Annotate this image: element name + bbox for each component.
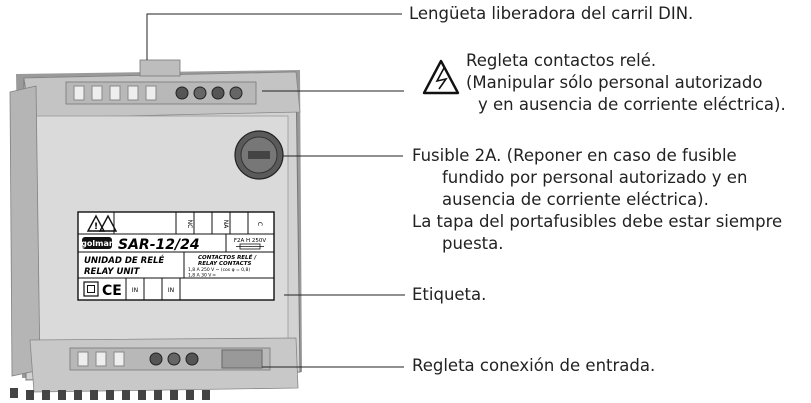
callout-fuse-line-1: Fusible 2A. (Reponer en caso de fusible bbox=[412, 146, 737, 165]
warning-triangle-icon: ! bbox=[86, 214, 106, 232]
label-model: SAR-12/24 bbox=[118, 237, 200, 253]
callout-label: Etiqueta. bbox=[412, 284, 486, 306]
label-spec-dc: 1,8 A 30 V ═ bbox=[188, 273, 216, 279]
callout-relay-terminals: Regleta contactos relé. (Manipular sólo … bbox=[466, 50, 786, 116]
double-square-icon bbox=[83, 281, 99, 297]
callout-label-text: Etiqueta. bbox=[412, 285, 487, 304]
callout-fuse-line-5: puesta. bbox=[442, 234, 504, 253]
callout-fuse-line-2: fundido por personal autorizado y en bbox=[442, 168, 748, 187]
din-rail-release-tab bbox=[139, 59, 181, 77]
label-brand: golmar bbox=[81, 239, 113, 248]
product-label: ! NC NA C golmar SAR-12/24 F2A H 250V UN… bbox=[77, 211, 275, 301]
label-in-2: IN bbox=[168, 287, 174, 294]
leader-rail-release bbox=[146, 13, 402, 60]
lightning-triangle-icon bbox=[98, 214, 118, 232]
fuse-holder bbox=[234, 130, 284, 180]
svg-text:!: ! bbox=[94, 222, 98, 232]
label-nc: NC bbox=[186, 220, 193, 229]
label-fuse-rating: F2A H 250V bbox=[234, 238, 267, 244]
callout-relay-line-3: y en ausencia de corriente eléctrica). bbox=[478, 95, 786, 114]
callout-relay-line-1: Regleta contactos relé. bbox=[466, 51, 657, 70]
label-in-1: IN bbox=[132, 287, 138, 294]
callout-fuse-line-4: La tapa del portafusibles debe estar sie… bbox=[412, 212, 783, 231]
brand-logo bbox=[82, 237, 112, 249]
label-title-es: UNIDAD DE RELÉ bbox=[84, 254, 164, 266]
callout-input-terminals: Regleta conexión de entrada. bbox=[412, 355, 655, 377]
callout-rail-release: Lengüeta liberadora del carril DIN. bbox=[409, 3, 693, 25]
callout-fuse: Fusible 2A. (Reponer en caso de fusible … bbox=[412, 145, 782, 255]
fuse-symbol-icon bbox=[236, 243, 264, 250]
input-terminal-strip bbox=[69, 347, 271, 371]
label-contacts-en: RELAY CONTACTS bbox=[198, 261, 252, 267]
relay-unit-device: ! NC NA C golmar SAR-12/24 F2A H 250V UN… bbox=[9, 59, 302, 400]
ce-mark: CE bbox=[102, 283, 122, 299]
label-contacts-es: CONTACTOS RELÉ / bbox=[198, 253, 257, 261]
callout-fuse-line-3: ausencia de corriente eléctrica). bbox=[442, 190, 709, 209]
label-na: NA bbox=[222, 220, 229, 229]
callout-rail-release-text: Lengüeta liberadora del carril DIN. bbox=[409, 4, 694, 23]
label-c: C bbox=[256, 222, 263, 226]
callout-input-text: Regleta conexión de entrada. bbox=[412, 356, 656, 375]
lightning-bolt-icon bbox=[435, 67, 448, 90]
callout-relay-line-2: (Manipular sólo personal autorizado bbox=[466, 73, 763, 92]
relay-terminal-strip bbox=[65, 81, 257, 105]
label-title-en: RELAY UNIT bbox=[84, 267, 141, 277]
label-spec-ac: 1,8 A 250 V ~ (cos φ = 0,8) bbox=[188, 267, 250, 273]
leader-lines bbox=[146, 13, 405, 368]
warning-triangle-icon bbox=[422, 59, 460, 95]
